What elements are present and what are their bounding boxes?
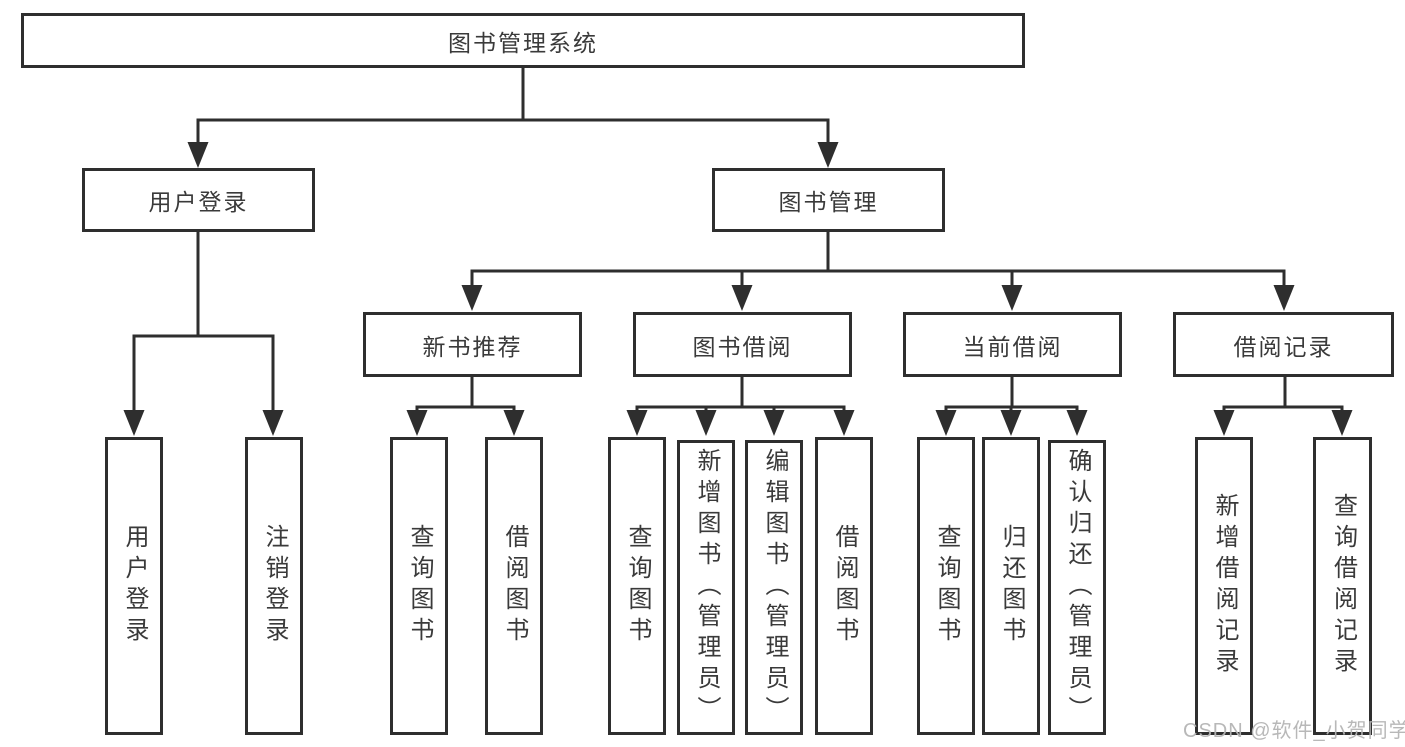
node-user-login-label: 用户登录 (148, 189, 249, 215)
node-book-borrow-label: 图书借阅 (692, 333, 793, 360)
csdn-watermark: CSDN @软件_小贺同学 (1183, 720, 1405, 742)
leaf-add-book-admin-label: 新增图书（管理员） (693, 448, 720, 727)
leaf-add-borrow-record: 新增借阅记录 (1195, 437, 1253, 735)
node-current-borrow: 当前借阅 (903, 312, 1122, 377)
leaf-add-book-admin: 新增图书（管理员） (677, 440, 735, 735)
leaf-query-books-recommend: 查询图书 (390, 437, 448, 735)
node-book-borrow: 图书借阅 (633, 312, 852, 377)
node-borrow-records-label: 借阅记录 (1233, 333, 1334, 360)
node-current-borrow-label: 当前借阅 (962, 333, 1063, 360)
leaf-logout-label: 注销登录 (261, 524, 288, 648)
leaf-borrow-books-borrow-label: 借阅图书 (831, 524, 858, 648)
leaf-query-books-borrow: 查询图书 (608, 437, 666, 735)
leaf-confirm-return-admin-label: 确认归还（管理员） (1064, 448, 1091, 727)
leaf-query-books-current-label: 查询图书 (933, 524, 960, 648)
leaf-return-book: 归还图书 (982, 437, 1040, 735)
leaf-borrow-books-recommend-label: 借阅图书 (501, 524, 528, 648)
leaf-add-borrow-record-label: 新增借阅记录 (1211, 493, 1238, 679)
leaf-query-borrow-record: 查询借阅记录 (1313, 437, 1372, 735)
leaf-borrow-books-borrow: 借阅图书 (815, 437, 873, 735)
node-new-book-recommend: 新书推荐 (363, 312, 582, 377)
leaf-query-borrow-record-label: 查询借阅记录 (1329, 493, 1357, 679)
node-user-login: 用户登录 (82, 168, 315, 232)
leaf-user-login-label: 用户登录 (121, 524, 148, 648)
leaf-edit-book-admin-label: 编辑图书（管理员） (761, 448, 788, 727)
leaf-query-books-current: 查询图书 (917, 437, 975, 735)
node-book-management: 图书管理 (712, 168, 945, 232)
node-borrow-records: 借阅记录 (1173, 312, 1394, 377)
leaf-query-books-recommend-label: 查询图书 (406, 524, 433, 648)
leaf-edit-book-admin: 编辑图书（管理员） (745, 440, 803, 735)
node-book-management-label: 图书管理 (778, 189, 879, 215)
node-root: 图书管理系统 (21, 13, 1025, 68)
leaf-logout: 注销登录 (245, 437, 303, 735)
node-root-label: 图书管理系统 (448, 29, 598, 56)
leaf-user-login: 用户登录 (105, 437, 163, 735)
node-new-book-recommend-label: 新书推荐 (422, 333, 523, 360)
leaf-confirm-return-admin: 确认归还（管理员） (1048, 440, 1106, 735)
leaf-borrow-books-recommend: 借阅图书 (485, 437, 543, 735)
leaf-query-books-borrow-label: 查询图书 (624, 524, 651, 648)
leaf-return-book-label: 归还图书 (998, 524, 1025, 648)
